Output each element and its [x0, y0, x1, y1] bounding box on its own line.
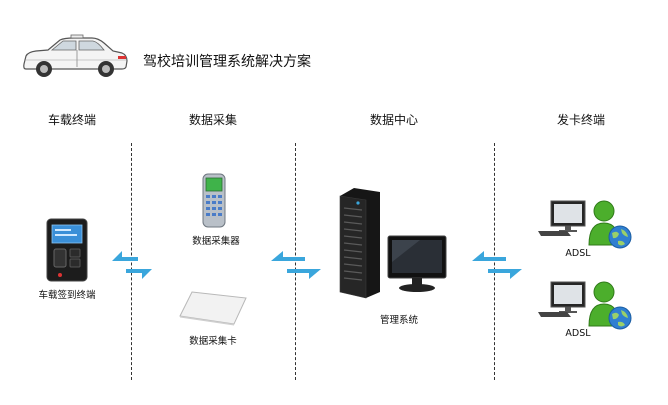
divider: [295, 143, 296, 380]
globe-icon: [608, 225, 632, 249]
globe-icon: [608, 306, 632, 330]
column-header-vehicle: 车载终端: [47, 113, 97, 127]
column-header-center: 数据中心: [369, 113, 419, 127]
device-label-collector: 数据采集器: [192, 236, 240, 247]
card-icon: [179, 291, 247, 326]
device-label-management: 管理系统: [379, 315, 419, 326]
page-title: 驾校培训管理系统解决方案: [143, 54, 311, 70]
device-label-adsl: ADSL: [565, 328, 591, 339]
monitor-icon: [387, 235, 447, 292]
bidirectional-arrow-icon: [472, 251, 522, 279]
divider: [131, 143, 132, 380]
computer-icon: [538, 281, 586, 317]
column-header-card: 发卡终端: [556, 113, 606, 127]
bidirectional-arrow-icon: [112, 251, 152, 279]
server-tower-icon: [339, 188, 380, 299]
card-terminal-icon: [46, 218, 88, 282]
car-icon: [23, 34, 128, 77]
handheld-collector-icon: [202, 173, 226, 228]
divider: [494, 143, 495, 380]
device-label-checkin-terminal: 车载签到终端: [38, 290, 96, 301]
device-label-adsl: ADSL: [565, 248, 591, 259]
computer-icon: [538, 200, 586, 236]
bidirectional-arrow-icon: [271, 251, 321, 279]
device-label-collector-card: 数据采集卡: [189, 336, 237, 347]
column-header-collection: 数据采集: [188, 113, 238, 127]
